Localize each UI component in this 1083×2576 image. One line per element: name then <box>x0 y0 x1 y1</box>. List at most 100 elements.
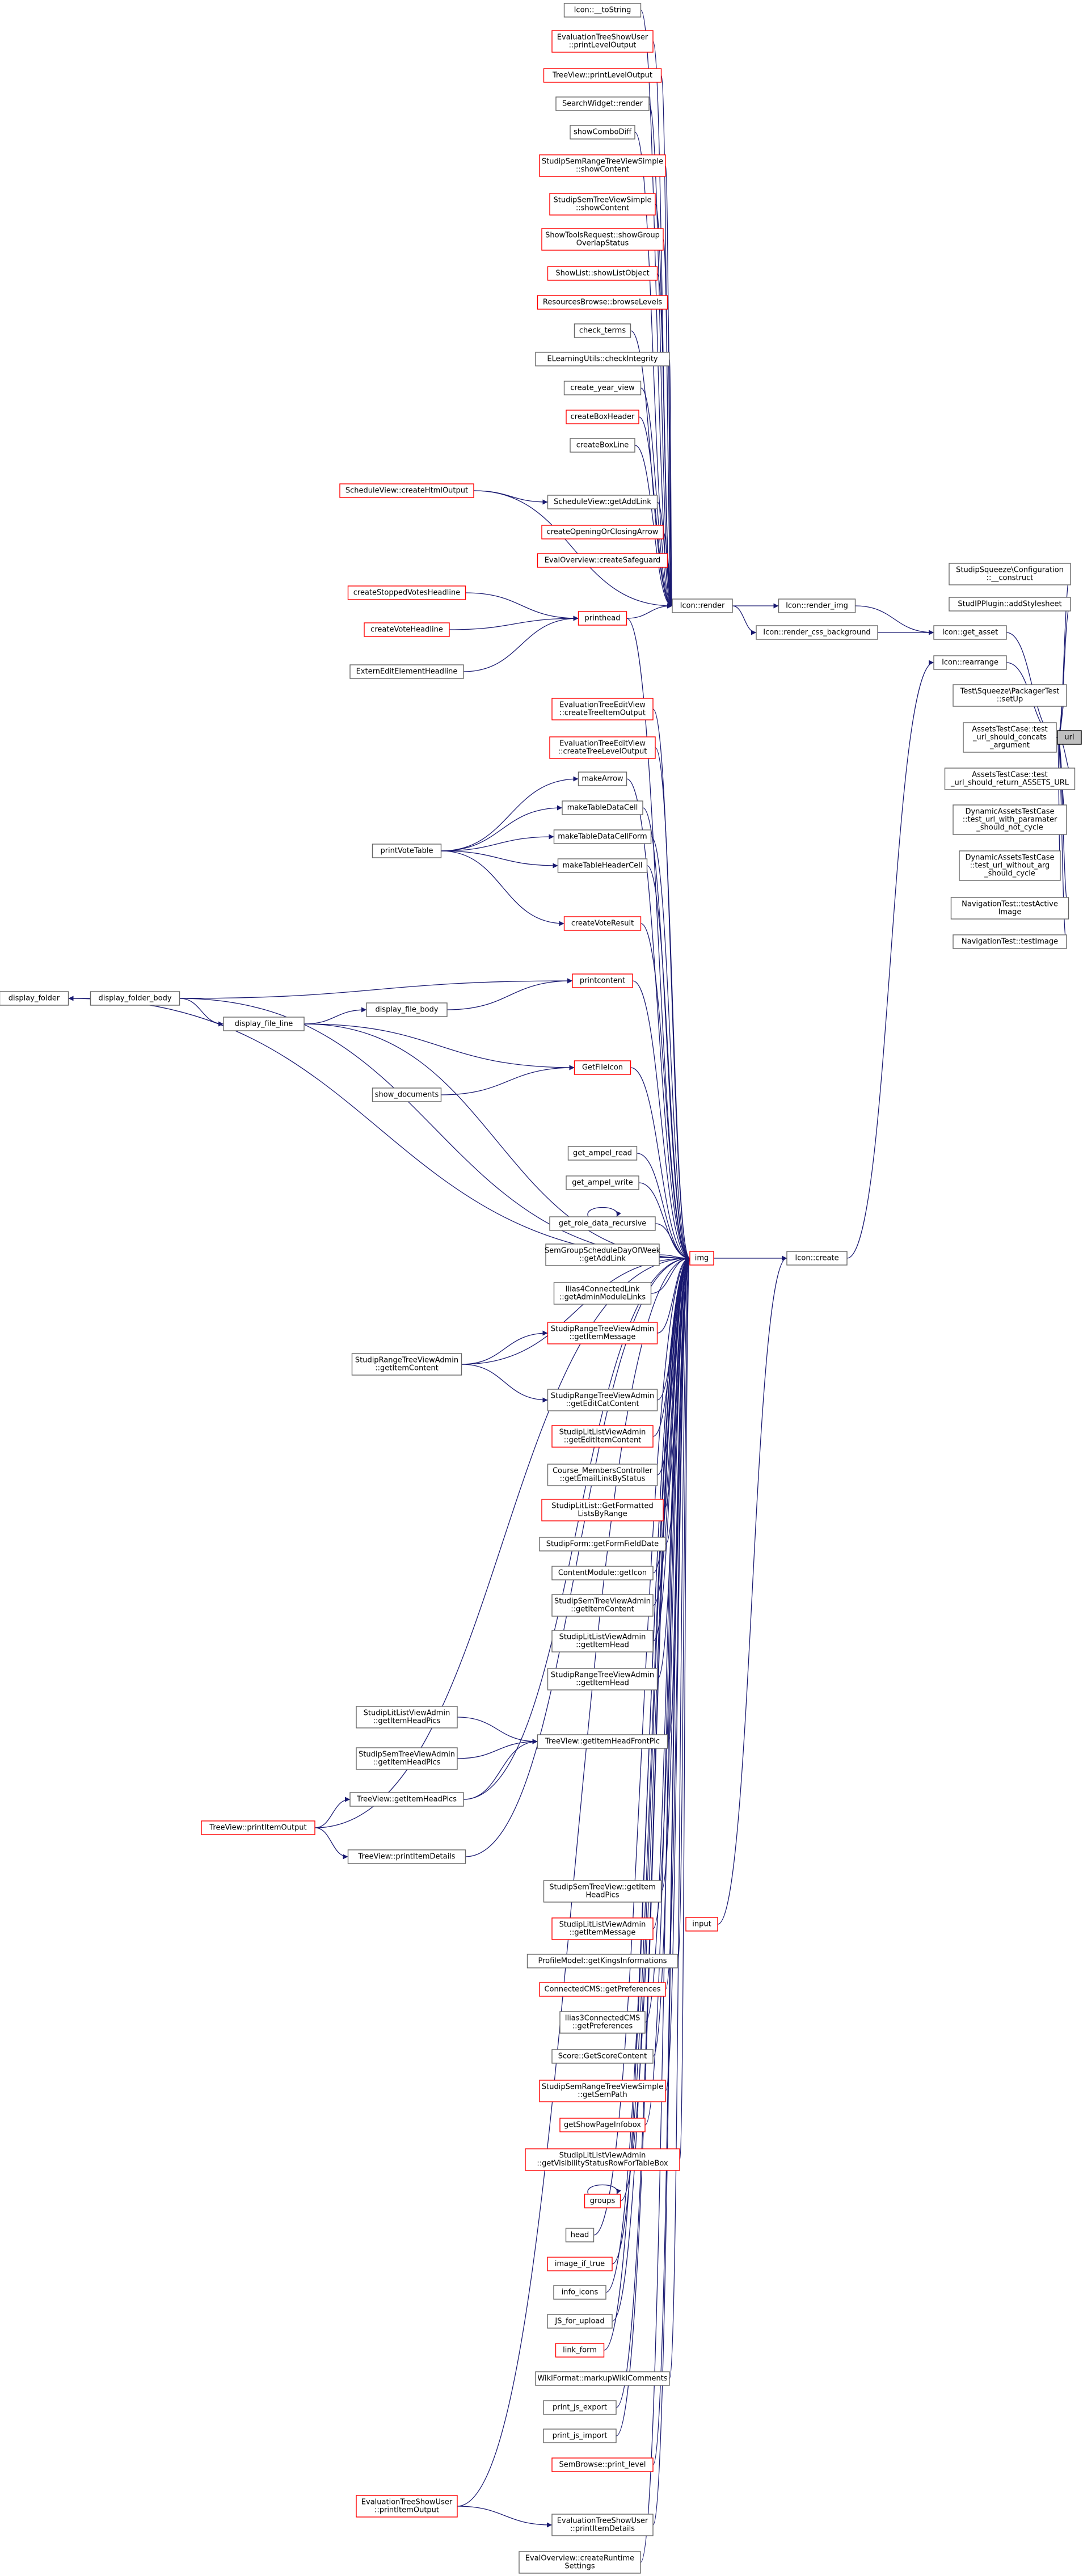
node-tv_gihfp[interactable]: TreeView::getItemHeadFrontPic <box>537 1734 668 1749</box>
node-dat_not_cycle[interactable]: DynamicAssetsTestCase::test_url_with_par… <box>953 804 1067 835</box>
node-display_file_line[interactable]: display_file_line <box>223 1017 305 1031</box>
node-get_ampel_write[interactable]: get_ampel_write <box>566 1175 639 1190</box>
node-sgsdow_gal[interactable]: SemGroupScheduleDayOfWeek::getAddLink <box>545 1243 661 1266</box>
node-icon_render[interactable]: Icon::render <box>672 598 733 613</box>
node-print_js_export[interactable]: print_js_export <box>543 2400 617 2415</box>
node-tv_gihp[interactable]: TreeView::getItemHeadPics <box>349 1792 464 1807</box>
node-sstvs_sc[interactable]: StudipSemTreeViewSimple::showContent <box>549 193 656 216</box>
node-ssrtvs_sc[interactable]: StudipSemRangeTreeViewSimple::showConten… <box>539 154 666 177</box>
node-eo_cs[interactable]: EvalOverview::createSafeguard <box>537 553 668 568</box>
node-spm_as[interactable]: StudIPPlugin::addStylesheet <box>949 597 1071 612</box>
node-get_ampel_read[interactable]: get_ampel_read <box>567 1146 638 1161</box>
node-info_icons[interactable]: info_icons <box>553 2285 606 2300</box>
node-get_role_data[interactable]: get_role_data_recursive <box>549 1216 656 1231</box>
node-create_vote_result[interactable]: createVoteResult <box>563 916 642 931</box>
node-create_stopped_votes[interactable]: createStoppedVotesHeadline <box>347 585 466 600</box>
node-make_arrow[interactable]: makeArrow <box>578 771 627 786</box>
node-link_form[interactable]: link_form <box>555 2343 605 2358</box>
node-js_for_upload[interactable]: JS_for_upload <box>547 2314 613 2329</box>
node-sstva_gihp[interactable]: StudipSemTreeViewAdmin::getItemHeadPics <box>356 1747 458 1770</box>
node-sl_slo[interactable]: ShowList::showListObject <box>547 266 658 281</box>
node-printcontent[interactable]: printcontent <box>572 973 633 988</box>
node-dat_cycle[interactable]: DynamicAssetsTestCase::test_url_without_… <box>959 850 1061 881</box>
node-rb_bl[interactable]: ResourcesBrowse::browseLevels <box>537 295 668 310</box>
node-printhead[interactable]: printhead <box>578 611 627 626</box>
node-score_gsc[interactable]: Score::GetScoreContent <box>551 2049 654 2064</box>
node-sllva_gvsr[interactable]: StudipLitListViewAdmin::getVisibilitySta… <box>525 2148 680 2171</box>
node-input[interactable]: input <box>685 1917 718 1932</box>
node-srtva_gic[interactable]: StudipRangeTreeViewAdmin::getItemContent <box>351 1353 462 1376</box>
node-icon_rearrange[interactable]: Icon::rearrange <box>933 655 1007 670</box>
node-elu_ci[interactable]: ELearningUtils::checkIntegrity <box>535 352 670 366</box>
node-tv_plo[interactable]: TreeView::printLevelOutput <box>543 68 662 83</box>
node-at_return[interactable]: AssetsTestCase::test_url_should_return_A… <box>944 768 1076 790</box>
node-icon_create[interactable]: Icon::create <box>786 1251 848 1266</box>
node-etsu_pid[interactable]: EvaluationTreeShowUser::printItemDetails <box>551 2514 654 2536</box>
node-srtva_gih[interactable]: StudipRangeTreeViewAdmin::getItemHead <box>547 1668 658 1690</box>
node-image_if_true[interactable]: image_if_true <box>547 2257 613 2271</box>
node-i3ccms_gp[interactable]: Ilias3ConnectedCMS::getPreferences <box>559 2011 646 2034</box>
node-create_box_header[interactable]: createBoxHeader <box>566 410 639 424</box>
node-check_terms[interactable]: check_terms <box>574 323 631 338</box>
node-tv_pid[interactable]: TreeView::printItemDetails <box>347 1849 466 1864</box>
node-display_folder_body[interactable]: display_folder_body <box>90 991 180 1006</box>
node-sw_render[interactable]: SearchWidget::render <box>555 96 650 111</box>
node-show_combo_diff[interactable]: showComboDiff <box>570 125 635 140</box>
node-icon_render_img[interactable]: Icon::render_img <box>778 598 856 613</box>
node-nt_img[interactable]: NavigationTest::testImage <box>953 934 1067 949</box>
node-etev_cti[interactable]: EvaluationTreeEditView::createTreeItemOu… <box>551 698 654 720</box>
node-get_show_page_infobox[interactable]: getShowPageInfobox <box>559 2118 646 2132</box>
node-i4cl_gaml[interactable]: Ilias4ConnectedLink::getAdminModuleLinks <box>553 1282 652 1305</box>
node-img[interactable]: img <box>689 1251 714 1266</box>
node-at_concats[interactable]: AssetsTestCase::test_url_should_concats_… <box>963 722 1057 753</box>
node-etsu_plo[interactable]: EvaluationTreeShowUser::printLevelOutput <box>551 30 654 53</box>
node-sv_gal[interactable]: ScheduleView::getAddLink <box>547 495 658 509</box>
node-get_file_icon[interactable]: GetFileIcon <box>574 1060 631 1075</box>
node-url[interactable]: url <box>1057 730 1082 745</box>
node-sllva_geic[interactable]: StudipLitListViewAdmin::getEditItemConte… <box>551 1425 654 1448</box>
node-pm_gki[interactable]: ProfileModel::getKingsInformations <box>526 1954 679 1968</box>
node-etsu_pio[interactable]: EvaluationTreeShowUser::printItemOutput <box>356 2495 458 2518</box>
node-cmc_gelbs[interactable]: Course_MembersController::getEmailLinkBy… <box>547 1464 658 1486</box>
node-icon_get_asset[interactable]: Icon::get_asset <box>933 625 1007 640</box>
node-ssrtvs_gsp[interactable]: StudipSemRangeTreeViewSimple::getSemPath <box>539 2080 666 2102</box>
node-icon_render_cssbg[interactable]: Icon::render_css_background <box>756 625 878 640</box>
node-make_tdc[interactable]: makeTableDataCell <box>562 800 643 815</box>
node-sv_cho[interactable]: ScheduleView::createHtmlOutput <box>339 483 474 498</box>
node-etev_ctlo[interactable]: EvaluationTreeEditView::createTreeLevelO… <box>549 736 656 759</box>
node-head[interactable]: head <box>565 2228 595 2242</box>
node-print_vote_table[interactable]: printVoteTable <box>372 844 442 858</box>
node-make_thc[interactable]: makeTableHeaderCell <box>557 858 648 873</box>
node-tv_pio[interactable]: TreeView::printItemOutput <box>201 1820 315 1835</box>
node-display_folder[interactable]: display_folder <box>0 991 69 1006</box>
node-groups[interactable]: groups <box>584 2194 621 2208</box>
node-sllva_gih[interactable]: StudipLitListViewAdmin::getItemHead <box>551 1630 654 1652</box>
node-sf_gffd[interactable]: StudipForm::getFormFieldDate <box>539 1537 666 1551</box>
node-eee_ceh[interactable]: ExternEditElementHeadline <box>349 664 464 679</box>
node-sq_construct[interactable]: StudipSqueeze\Configuration::__construct <box>949 563 1071 585</box>
node-make_tdcf[interactable]: makeTableDataCellForm <box>553 829 652 844</box>
node-wf_mwc[interactable]: WikiFormat::markupWikiComments <box>535 2371 670 2386</box>
node-sstv_gihp[interactable]: StudipSemTreeView::getItemHeadPics <box>543 1880 662 1903</box>
node-sstva_gic[interactable]: StudipSemTreeViewAdmin::getItemContent <box>551 1594 654 1617</box>
node-create_vote_headline[interactable]: createVoteHeadline <box>364 622 450 637</box>
node-create_year_view[interactable]: create_year_view <box>563 381 642 395</box>
node-display_file_body[interactable]: display_file_body <box>366 1002 448 1017</box>
node-create_oc_arrow[interactable]: createOpeningOrClosingArrow <box>541 525 664 539</box>
node-sb_pl[interactable]: SemBrowse::print_level <box>551 2457 654 2472</box>
node-sllva_gihp[interactable]: StudipLitListViewAdmin::getItemHeadPics <box>356 1706 458 1728</box>
node-sllva_gim[interactable]: StudipLitListViewAdmin::getItemMessage <box>551 1917 654 1940</box>
node-show_documents[interactable]: show_documents <box>372 1087 442 1102</box>
node-srtva_gecc[interactable]: StudipRangeTreeViewAdmin::getEditCatCont… <box>547 1389 658 1411</box>
node-cm_gi[interactable]: ContentModule::getIcon <box>551 1566 654 1580</box>
node-print_js_import[interactable]: print_js_import <box>543 2429 617 2443</box>
node-icon_tostring[interactable]: Icon::__toString <box>563 3 642 18</box>
node-tspt_setup[interactable]: Test\Squeeze\PackagerTest::setUp <box>953 684 1067 707</box>
node-srtva_gim[interactable]: StudipRangeTreeViewAdmin::getItemMessage <box>547 1322 658 1344</box>
node-create_box_line[interactable]: createBoxLine <box>570 438 635 453</box>
node-ccms_gp[interactable]: ConnectedCMS::getPreferences <box>539 1982 666 1997</box>
